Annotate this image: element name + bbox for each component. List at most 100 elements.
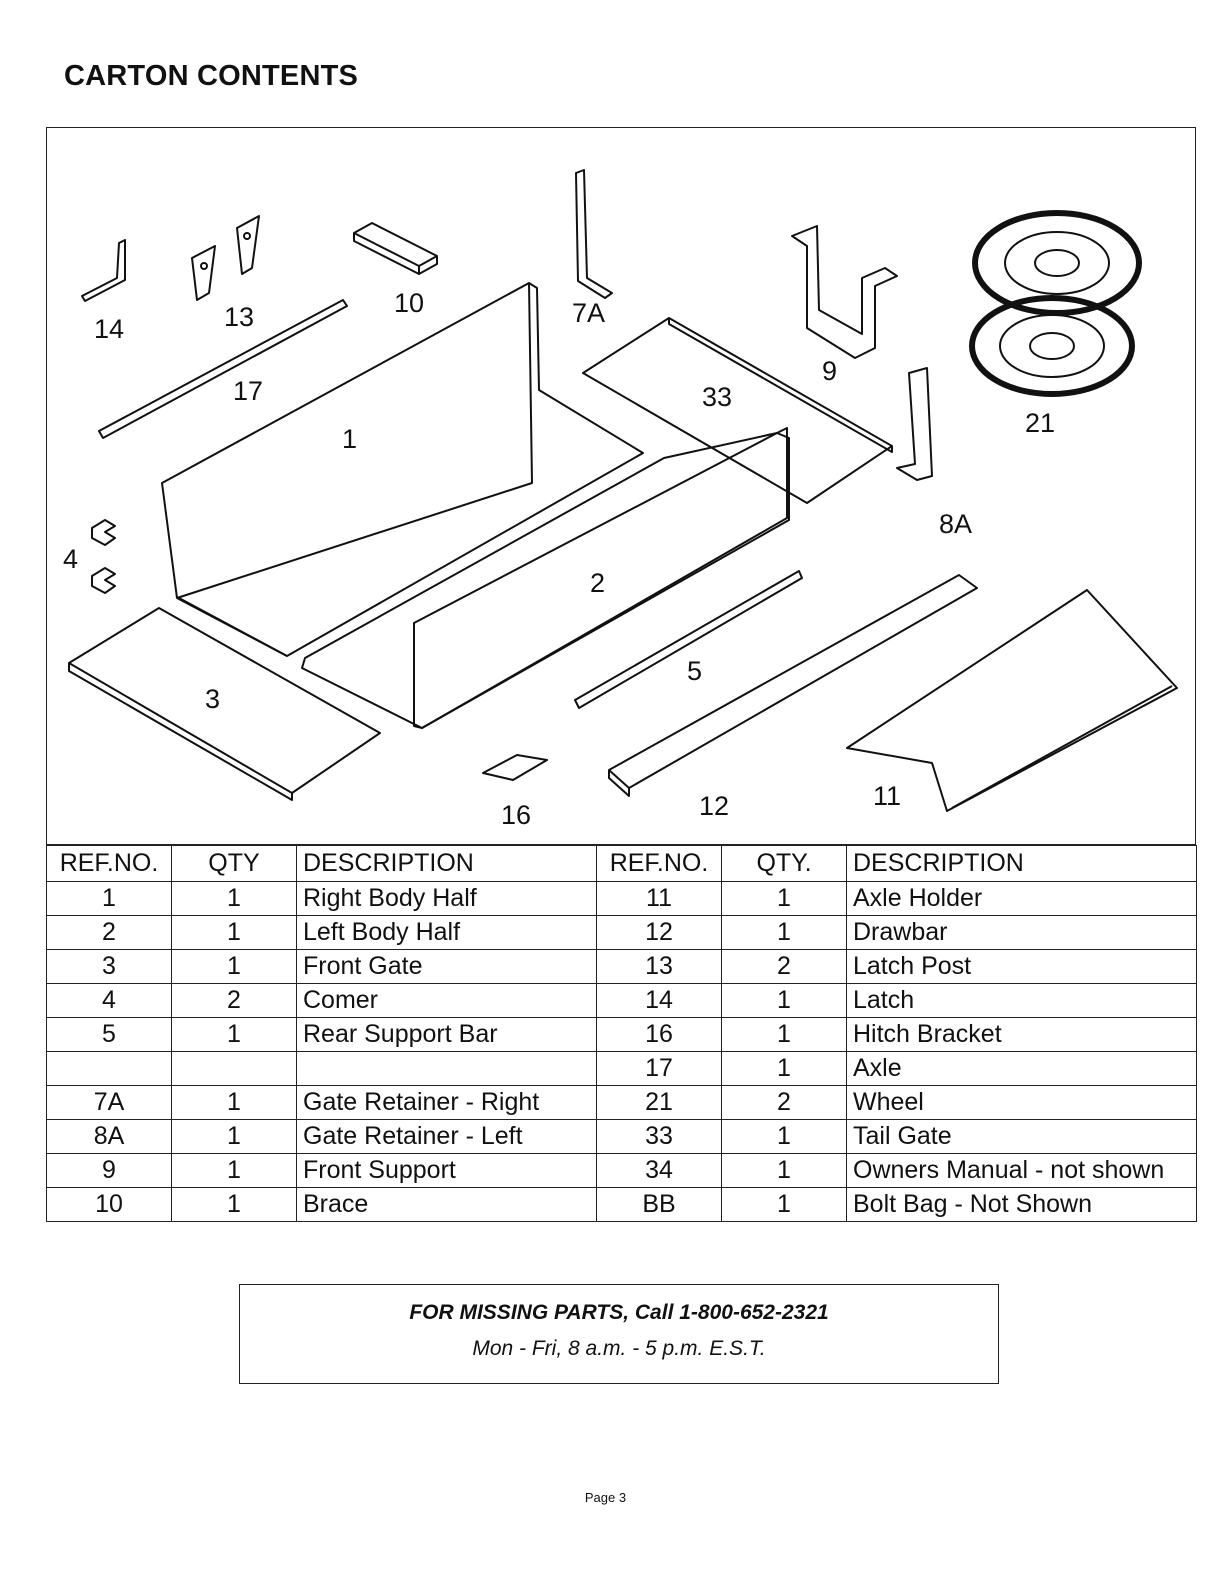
ref-no-cell: 10	[46, 1187, 172, 1222]
hitch-bracket-part	[482, 754, 548, 781]
ref-no-cell: 5	[46, 1017, 172, 1052]
description-cell: Axle Holder	[846, 881, 1197, 916]
qty-cell: 1	[721, 1119, 847, 1154]
qty-cell: 1	[171, 1187, 297, 1222]
callout-33: 33	[702, 382, 733, 412]
description-cell: Latch Post	[846, 949, 1197, 984]
qty-cell: 2	[171, 983, 297, 1018]
ref-no-cell: 16	[596, 1017, 722, 1052]
callout-4: 4	[63, 544, 79, 574]
header-ref-no: REF.NO.	[596, 845, 722, 882]
header-description: DESCRIPTION	[296, 845, 597, 882]
callout-1: 1	[342, 424, 358, 454]
ref-no-cell: 7A	[46, 1085, 172, 1120]
page-title: CARTON CONTENTS	[64, 60, 359, 92]
wheel-part	[969, 210, 1142, 397]
notice-hours-line: Mon - Fri, 8 a.m. - 5 p.m. E.S.T.	[472, 1337, 766, 1360]
ref-no-cell: 33	[596, 1119, 722, 1154]
qty-cell: 1	[171, 915, 297, 950]
ref-no-cell: 21	[596, 1085, 722, 1120]
qty-cell: 1	[721, 1017, 847, 1052]
qty-cell: 1	[171, 881, 297, 916]
corner-part	[91, 519, 116, 594]
ref-no-cell: 17	[596, 1051, 722, 1086]
qty-cell: 1	[171, 1017, 297, 1052]
description-cell: Left Body Half	[296, 915, 597, 950]
parts-table: REF.NO. QTY DESCRIPTION REF.NO. QTY. DES…	[46, 845, 1197, 1222]
front-gate-part	[68, 607, 381, 801]
latch-post-part	[191, 215, 260, 301]
description-cell: Tail Gate	[846, 1119, 1197, 1154]
description-cell: Latch	[846, 983, 1197, 1018]
description-cell	[296, 1051, 597, 1086]
parts-illustration	[68, 169, 1178, 812]
ref-no-cell: 34	[596, 1153, 722, 1188]
table-row: 9 1 Front Support 34 1 Owners Manual - n…	[46, 1153, 1197, 1188]
table-row: 8A 1 Gate Retainer - Left 33 1 Tail Gate	[46, 1119, 1197, 1154]
description-cell: Wheel	[846, 1085, 1197, 1120]
description-cell: Rear Support Bar	[296, 1017, 597, 1052]
table-row: 2 1 Left Body Half 12 1 Drawbar	[46, 915, 1197, 950]
ref-no-cell: 2	[46, 915, 172, 950]
parts-diagram: 14 13 10 7A 9 21 17 1 33 8A 4 2 5 3 16 1…	[46, 127, 1196, 845]
front-support-part	[791, 225, 898, 359]
ref-no-cell	[46, 1051, 172, 1086]
left-body-half-part	[301, 427, 790, 729]
callout-8a: 8A	[939, 509, 973, 539]
qty-cell: 1	[721, 881, 847, 916]
callout-9: 9	[822, 356, 838, 386]
table-header-row: REF.NO. QTY DESCRIPTION REF.NO. QTY. DES…	[46, 845, 1197, 882]
tail-gate-part	[582, 317, 893, 504]
qty-cell: 1	[721, 915, 847, 950]
qty-cell: 1	[721, 1153, 847, 1188]
ref-no-cell: 3	[46, 949, 172, 984]
callout-12: 12	[699, 791, 730, 821]
ref-no-cell: 4	[46, 983, 172, 1018]
callout-2: 2	[590, 568, 606, 598]
drawbar-part	[608, 574, 978, 797]
missing-parts-notice: FOR MISSING PARTS, Call 1-800-652-2321 M…	[239, 1284, 999, 1384]
callout-17: 17	[233, 376, 264, 406]
callout-16: 16	[501, 800, 532, 830]
description-cell: Owners Manual - not shown	[846, 1153, 1197, 1188]
qty-cell: 1	[171, 1153, 297, 1188]
ref-no-cell: 12	[596, 915, 722, 950]
gate-retainer-left-part	[896, 367, 933, 481]
description-cell: Axle	[846, 1051, 1197, 1086]
header-qty: QTY	[171, 845, 297, 882]
qty-cell: 1	[171, 1119, 297, 1154]
callout-5: 5	[687, 656, 703, 686]
description-cell: Gate Retainer - Right	[296, 1085, 597, 1120]
table-row: 3 1 Front Gate 13 2 Latch Post	[46, 949, 1197, 984]
table-row: 4 2 Comer 14 1 Latch	[46, 983, 1197, 1018]
rear-support-bar-part	[574, 570, 803, 709]
table-row: 10 1 Brace BB 1 Bolt Bag - Not Shown	[46, 1187, 1197, 1222]
page-number: Page 3	[584, 1490, 627, 1505]
right-body-half-part	[161, 282, 644, 657]
brace-part	[353, 222, 438, 275]
callout-13: 13	[224, 302, 255, 332]
description-cell: Comer	[296, 983, 597, 1018]
qty-cell: 1	[171, 1085, 297, 1120]
description-cell: Brace	[296, 1187, 597, 1222]
description-cell: Front Gate	[296, 949, 597, 984]
callout-11: 11	[873, 781, 902, 811]
description-cell: Gate Retainer - Left	[296, 1119, 597, 1154]
ref-no-cell: 1	[46, 881, 172, 916]
header-qty: QTY.	[721, 845, 847, 882]
ref-no-cell: BB	[596, 1187, 722, 1222]
table-row: 1 1 Right Body Half 11 1 Axle Holder	[46, 881, 1197, 916]
qty-cell: 2	[721, 949, 847, 984]
description-cell: Front Support	[296, 1153, 597, 1188]
ref-no-cell: 13	[596, 949, 722, 984]
description-cell: Bolt Bag - Not Shown	[846, 1187, 1197, 1222]
table-row: 7A 1 Gate Retainer - Right 21 2 Wheel	[46, 1085, 1197, 1120]
table-row: 5 1 Rear Support Bar 16 1 Hitch Bracket	[46, 1017, 1197, 1052]
table-row: 17 1 Axle	[46, 1051, 1197, 1086]
callout-14: 14	[94, 314, 125, 344]
callout-21: 21	[1025, 408, 1056, 438]
ref-no-cell: 8A	[46, 1119, 172, 1154]
axle-holder-part	[846, 589, 1178, 812]
description-cell: Drawbar	[846, 915, 1197, 950]
header-ref-no: REF.NO.	[46, 845, 172, 882]
